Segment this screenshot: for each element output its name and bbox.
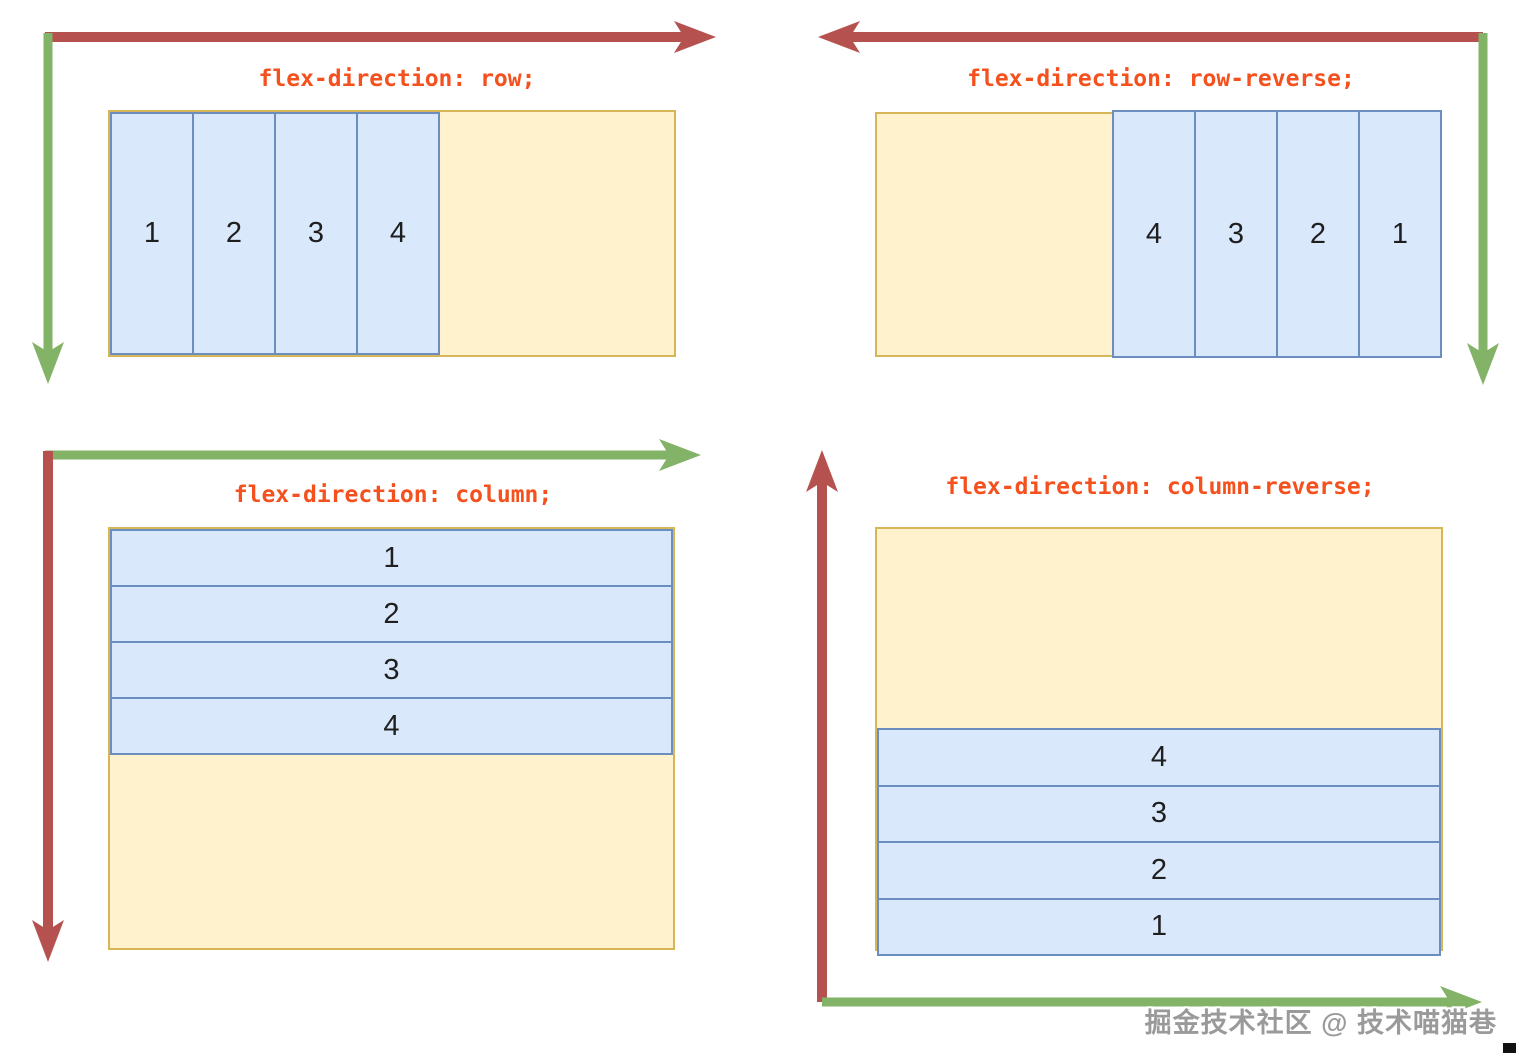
flex-item: 1 bbox=[110, 112, 194, 355]
flex-item: 1 bbox=[1358, 110, 1442, 358]
flex-item: 1 bbox=[110, 529, 673, 587]
flex-item: 4 bbox=[110, 697, 673, 755]
flex-items-row-reverse: 4 3 2 1 bbox=[1112, 110, 1442, 358]
flex-item: 4 bbox=[356, 112, 440, 355]
flex-items-column-reverse: 4 3 2 1 bbox=[877, 728, 1441, 956]
flex-item: 3 bbox=[1194, 110, 1278, 358]
flex-item: 3 bbox=[110, 641, 673, 699]
flex-items-row: 1 2 3 4 bbox=[110, 112, 440, 355]
flex-item: 3 bbox=[877, 784, 1441, 843]
row-main-axis-right-arrow-icon bbox=[45, 21, 716, 53]
panel-title-row-reverse: flex-direction: row-reverse; bbox=[967, 66, 1355, 92]
row-cross-axis-down-arrow-icon bbox=[32, 33, 64, 384]
row-reverse-cross-axis-down-arrow-icon bbox=[1467, 33, 1499, 385]
watermark-text: 掘金技术社区 @ 技术喵猫巷 bbox=[1144, 1008, 1497, 1038]
flex-item: 2 bbox=[192, 112, 276, 355]
flex-items-column: 1 2 3 4 bbox=[110, 529, 673, 755]
column-main-axis-down-arrow-icon bbox=[32, 451, 64, 962]
column-reverse-main-axis-up-arrow-icon bbox=[806, 450, 838, 1002]
flex-item: 4 bbox=[877, 728, 1441, 787]
corner-dot bbox=[1503, 1043, 1516, 1053]
flex-item: 2 bbox=[877, 841, 1441, 900]
panel-title-column: flex-direction: column; bbox=[233, 482, 553, 508]
panel-title-column-reverse: flex-direction: column-reverse; bbox=[945, 474, 1375, 500]
panel-title-row: flex-direction: row; bbox=[258, 66, 536, 92]
flex-item: 3 bbox=[274, 112, 358, 355]
column-reverse-cross-axis-right-arrow-icon bbox=[822, 986, 1482, 1018]
flex-item: 2 bbox=[1276, 110, 1360, 358]
row-reverse-main-axis-left-arrow-icon bbox=[818, 21, 1483, 53]
flex-item: 1 bbox=[877, 897, 1441, 956]
column-cross-axis-right-arrow-icon bbox=[45, 439, 701, 471]
flex-item: 4 bbox=[1112, 110, 1196, 358]
flex-item: 2 bbox=[110, 585, 673, 643]
